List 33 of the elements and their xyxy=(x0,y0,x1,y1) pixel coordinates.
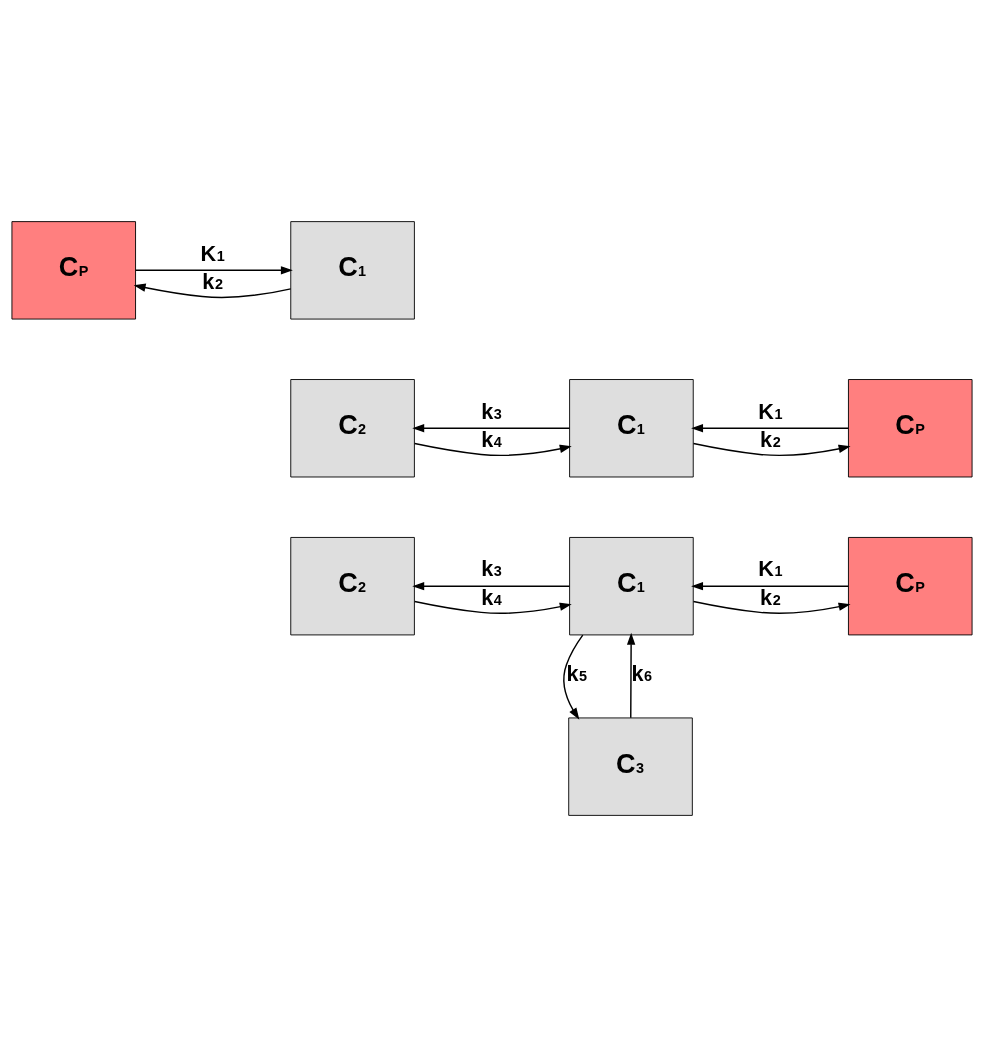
arrow xyxy=(413,600,572,614)
edge-label: k5 xyxy=(566,661,588,687)
edge-label: k2 xyxy=(202,269,223,295)
edge-label: K1 xyxy=(200,240,225,266)
node-box: CP xyxy=(848,537,973,636)
edge-label: k4 xyxy=(481,585,502,611)
arrow xyxy=(412,424,571,433)
node-box: C1 xyxy=(290,221,415,320)
node-box: C1 xyxy=(569,379,694,478)
node-box: C2 xyxy=(290,537,415,636)
edge-label: k4 xyxy=(481,427,502,453)
node-box: CP xyxy=(11,221,136,320)
arrow xyxy=(133,283,292,299)
edge-label: k2 xyxy=(760,427,781,453)
edge-label: k3 xyxy=(481,556,502,582)
arrow xyxy=(691,582,850,591)
edge-label: k3 xyxy=(481,398,502,424)
edge-label: k2 xyxy=(760,585,781,611)
node-box: CP xyxy=(848,379,973,478)
arrow xyxy=(626,632,636,719)
arrow xyxy=(412,582,571,591)
arrow xyxy=(691,424,850,433)
arrow xyxy=(563,634,584,720)
node-box: C1 xyxy=(569,537,694,636)
edge-label: k6 xyxy=(631,661,653,687)
arrow xyxy=(413,442,572,457)
arrow xyxy=(692,442,851,457)
edge-label: K1 xyxy=(758,556,783,582)
arrow xyxy=(692,600,851,614)
arrow xyxy=(134,266,293,275)
node-box: C2 xyxy=(290,379,415,478)
edge-label: K1 xyxy=(758,398,783,424)
node-box: C3 xyxy=(568,717,693,816)
